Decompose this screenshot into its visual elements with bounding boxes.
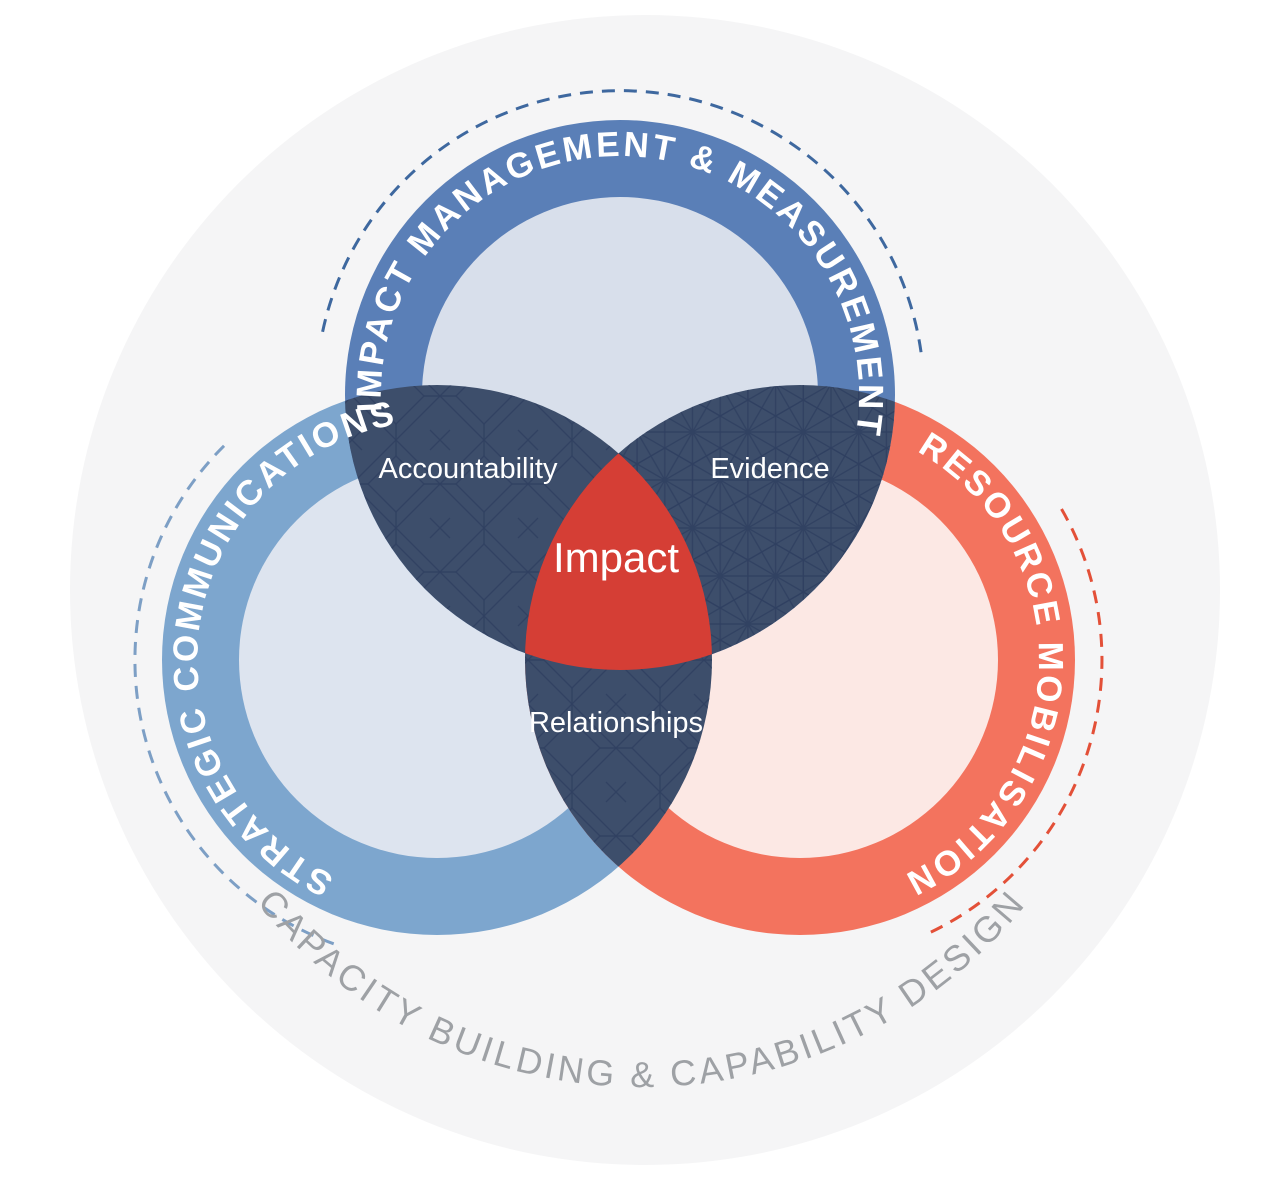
- center-impact-region: [525, 385, 712, 670]
- label-relationships: Relationships: [529, 707, 703, 739]
- label-evidence: Evidence: [710, 453, 829, 485]
- dashed-arc-impact-management: [321, 89, 924, 359]
- dashed-arc-resource-mobilisation: [926, 508, 1104, 936]
- label-accountability: Accountability: [379, 453, 558, 485]
- label-impact: Impact: [553, 534, 679, 581]
- dashed-arc-strategic-communications: [133, 441, 335, 946]
